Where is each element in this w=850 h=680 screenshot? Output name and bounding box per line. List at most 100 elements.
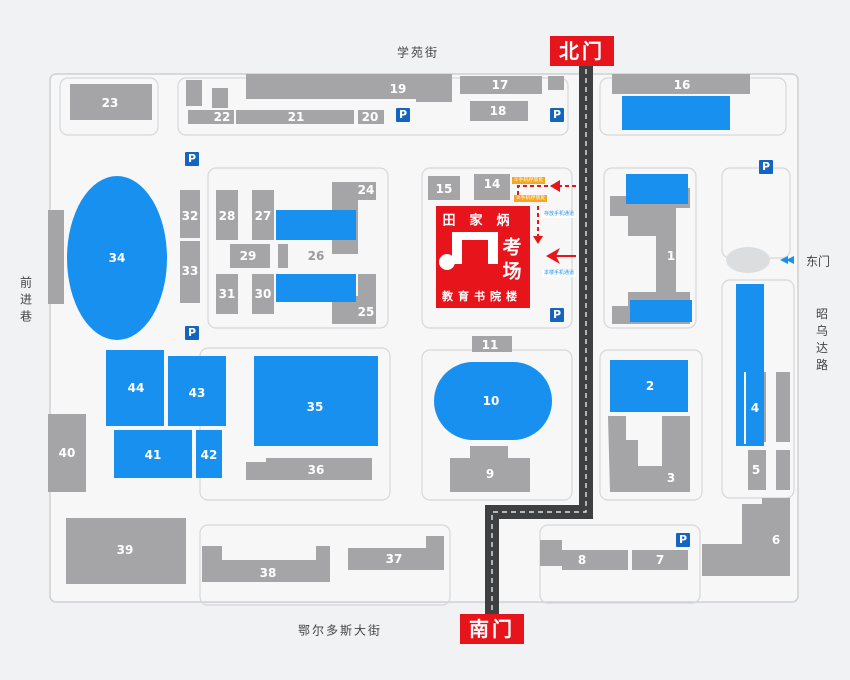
parking-icon[interactable]: P (550, 308, 564, 322)
building-27 (252, 190, 274, 240)
building-label: 38 (259, 566, 277, 580)
building-label: 24 (357, 183, 375, 197)
building-label: 31 (218, 287, 236, 301)
building-label: 42 (200, 448, 218, 462)
building-label: 27 (254, 209, 272, 223)
east-gate[interactable]: 东门 (805, 254, 831, 269)
building-label: 36 (307, 463, 325, 477)
building-label: 25 (357, 305, 375, 319)
blue-buildings (106, 96, 764, 478)
exam-label-1: 考 (502, 236, 522, 259)
building-23 (70, 84, 152, 120)
building-label: 44 (127, 381, 145, 395)
phone-storage-note-2: ②手机存放处 (514, 195, 548, 202)
building-label: 37 (385, 552, 403, 566)
building-label: 43 (188, 386, 206, 400)
phone-storage-note-1: ①手机存放处 (512, 177, 546, 184)
building-2 (610, 360, 688, 412)
building-15 (428, 176, 460, 200)
building-29 (230, 244, 270, 268)
building-label: 11 (481, 338, 499, 352)
building-label: 32 (181, 209, 199, 223)
building-label: 29 (239, 249, 257, 263)
north-gate[interactable]: 北门 (550, 36, 614, 66)
parking-icon[interactable]: P (676, 533, 690, 547)
building-14 (474, 174, 510, 200)
building-label: 2 (645, 379, 655, 393)
building-label: 30 (254, 287, 272, 301)
building-6 (702, 498, 790, 576)
building-label: 9 (485, 467, 495, 481)
building-label: 19 (389, 82, 407, 96)
building-label: 33 (181, 264, 199, 278)
phone-passage-note-1: 存放手机通道 (542, 211, 577, 218)
east-gate-roundabout (726, 247, 770, 273)
phone-passage-note-2: 本楼手机通道 (542, 270, 577, 277)
building-label: 1 (666, 249, 676, 263)
exam-building-name-bottom: 教育书院楼 (442, 290, 522, 303)
building-label: 28 (218, 209, 236, 223)
building-1 (610, 188, 690, 324)
building-40 (48, 414, 86, 492)
building-39 (66, 518, 186, 584)
building-41 (114, 430, 192, 478)
building-22 (188, 110, 234, 124)
building-label: 3 (666, 471, 676, 485)
building-label: 35 (306, 400, 324, 414)
building-label: 6 (771, 533, 781, 547)
building-33 (180, 241, 200, 303)
parking-icon[interactable]: P (185, 152, 199, 166)
sports-field-34 (67, 176, 167, 340)
building-37 (348, 536, 444, 570)
building-label: 26 (307, 249, 325, 263)
building-21 (236, 110, 354, 124)
building-32 (180, 190, 200, 238)
building-label: 18 (489, 104, 507, 118)
building-label: 14 (483, 177, 501, 191)
building-label: 40 (58, 446, 76, 460)
sports-field-10 (434, 362, 552, 440)
exam-arrow-heads (533, 180, 560, 264)
building-label: 8 (577, 553, 587, 567)
building-label: 17 (491, 78, 509, 92)
building-11 (472, 336, 512, 352)
building-20 (358, 110, 384, 124)
south-gate[interactable]: 南门 (460, 614, 524, 644)
building-36 (246, 458, 372, 480)
building-30 (252, 274, 274, 314)
exam-label-2: 场 (502, 260, 522, 283)
building-label: 16 (673, 78, 691, 92)
building-label: 23 (101, 96, 119, 110)
building-label: 39 (116, 543, 134, 557)
building-8 (562, 550, 628, 570)
street-west: 前进巷 (19, 275, 32, 324)
building-35 (254, 356, 378, 446)
main-road (485, 58, 593, 630)
building-28 (216, 190, 238, 240)
building-42 (196, 430, 222, 478)
building-label: 5 (751, 463, 761, 477)
parking-icon[interactable]: P (185, 326, 199, 340)
building-label: 7 (655, 553, 665, 567)
building-9 (450, 446, 530, 492)
building-31 (216, 274, 238, 314)
building-label: 34 (108, 251, 126, 265)
building-44 (106, 350, 164, 426)
field-stand-34 (48, 210, 64, 304)
building-label: 22 (213, 110, 231, 124)
exam-building-name-top: 田家炳 (442, 213, 524, 229)
gray-buildings (48, 74, 790, 584)
street-south: 鄂尔多斯大街 (297, 623, 383, 638)
building-17 (460, 76, 542, 94)
building-38 (202, 546, 330, 582)
building-43 (168, 356, 226, 426)
parking-icon[interactable]: P (759, 160, 773, 174)
building-label: 10 (482, 394, 500, 408)
parking-icon[interactable]: P (396, 108, 410, 122)
exam-building (436, 206, 530, 308)
building-16 (612, 74, 750, 94)
parking-icon[interactable]: P (550, 108, 564, 122)
building-5 (748, 450, 766, 490)
